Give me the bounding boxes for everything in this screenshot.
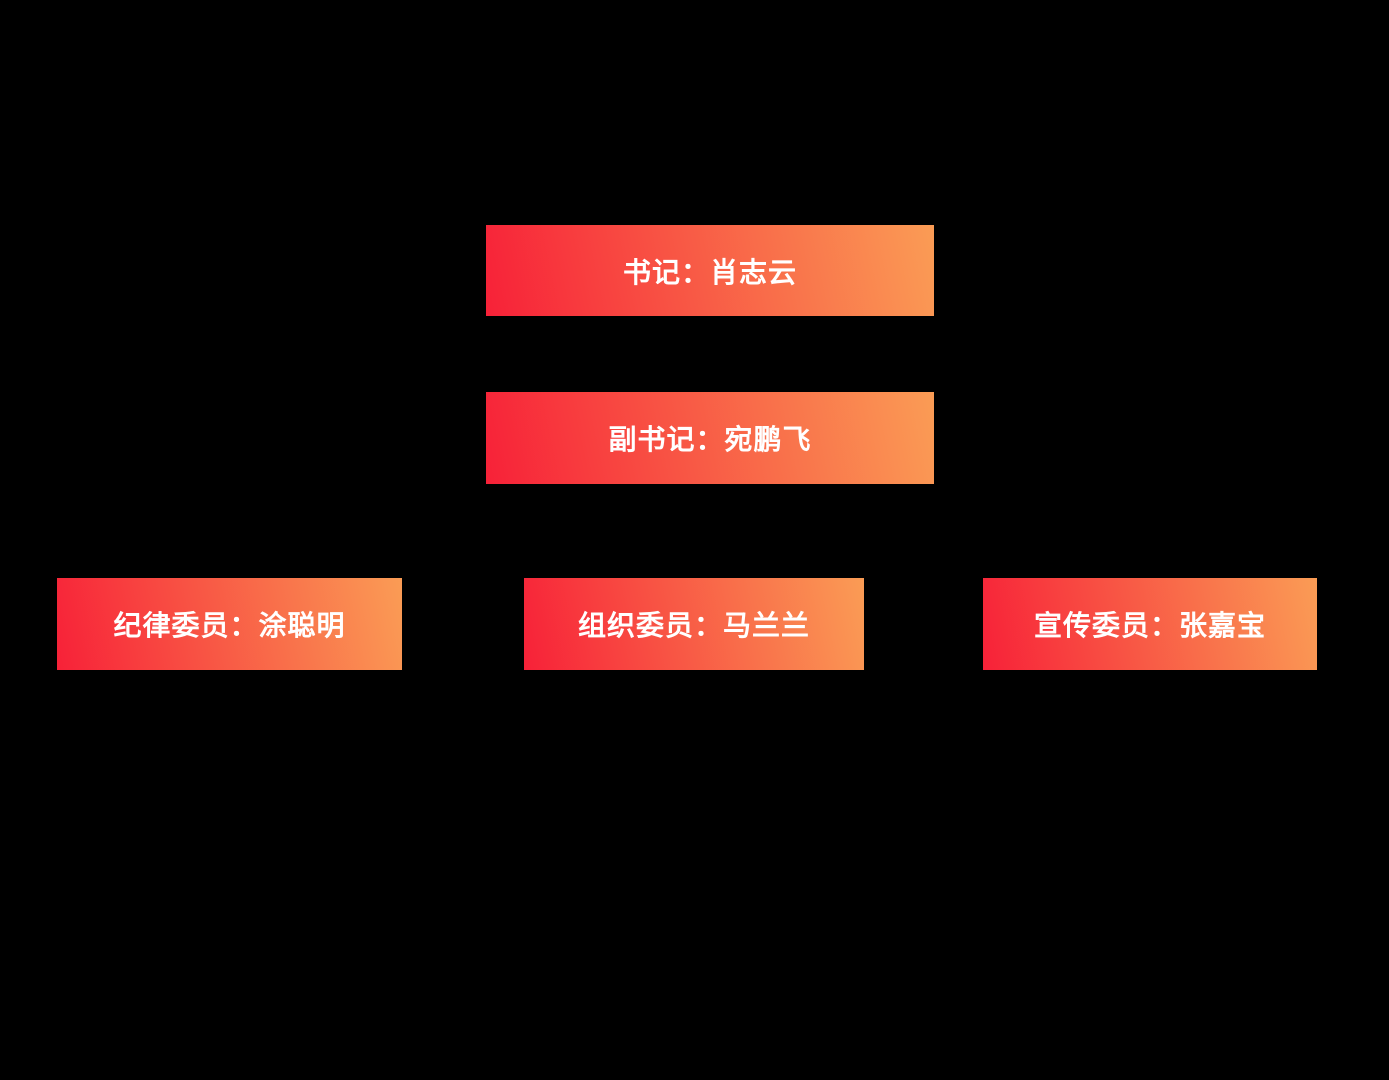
org-node-secretary-label: 书记：肖志云 [622, 256, 797, 288]
org-node-discipline-commissioner: 纪律委员：涂聪明 [57, 578, 402, 670]
org-node-secretary: 书记：肖志云 [486, 225, 934, 316]
org-node-organization-commissioner-label: 组织委员：马兰兰 [577, 610, 810, 641]
org-node-deputy-secretary-label: 副书记：宛鹏飞 [608, 424, 812, 455]
org-node-discipline-commissioner-label: 纪律委员：涂聪明 [113, 610, 346, 641]
org-node-publicity-commissioner: 宣传委员：张嘉宝 [983, 578, 1317, 670]
org-node-organization-commissioner: 组织委员：马兰兰 [524, 578, 864, 670]
org-node-publicity-commissioner-label: 宣传委员：张嘉宝 [1033, 610, 1266, 641]
org-node-deputy-secretary: 副书记：宛鹏飞 [486, 392, 934, 484]
